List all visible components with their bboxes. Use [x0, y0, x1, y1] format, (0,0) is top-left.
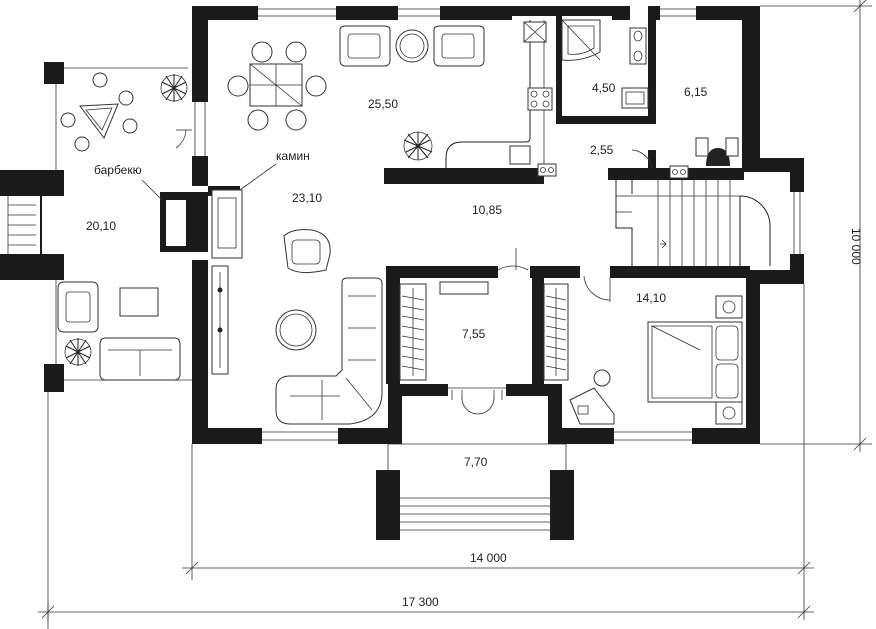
- room-area-lobby: 2,55: [590, 143, 614, 157]
- room-area-bath: 4,50: [592, 81, 616, 95]
- plant-icon: [64, 338, 92, 366]
- hall-furniture: [211, 189, 383, 425]
- dimension-lines: [38, 0, 872, 620]
- dimension-height: 10 000: [849, 228, 863, 265]
- plant-icon: [160, 74, 188, 102]
- dimension-total-width: 17 300: [402, 595, 439, 609]
- terrace-furniture: [57, 72, 188, 381]
- room-area-hall: 23,10: [292, 191, 322, 205]
- room-area-porch: 7,70: [464, 455, 488, 469]
- storage-furniture: [399, 281, 489, 381]
- room-area-bedroom: 14,10: [636, 291, 666, 305]
- dimension-inner-width: 14 000: [470, 551, 507, 565]
- thin-outlines: [7, 62, 567, 629]
- doors: [175, 129, 653, 415]
- room-area-corridor: 10,85: [472, 203, 502, 217]
- room-labels: 25,50 23,10 10,85 4,50 6,15 2,55 7,55 14…: [86, 81, 708, 469]
- bathroom-fixtures: [561, 19, 649, 109]
- boiler-fixtures: [669, 137, 739, 179]
- fireplace-label: камин: [276, 149, 310, 163]
- room-area-615: 6,15: [684, 85, 708, 99]
- bedroom-furniture: [543, 283, 743, 425]
- living-furniture: [227, 25, 485, 161]
- staircase: [615, 180, 771, 266]
- dimension-labels: 14 000 17 300 10 000: [402, 228, 863, 609]
- bbq-label: барбекю: [94, 163, 142, 177]
- leader-lines: [141, 163, 277, 201]
- room-area-storage: 7,55: [462, 327, 486, 341]
- plant-icon: [403, 131, 433, 161]
- kitchen-counter: [445, 20, 557, 177]
- room-area-terrace: 20,10: [86, 219, 116, 233]
- walls: [0, 6, 804, 540]
- windows: [194, 8, 801, 441]
- room-area-living: 25,50: [368, 97, 398, 111]
